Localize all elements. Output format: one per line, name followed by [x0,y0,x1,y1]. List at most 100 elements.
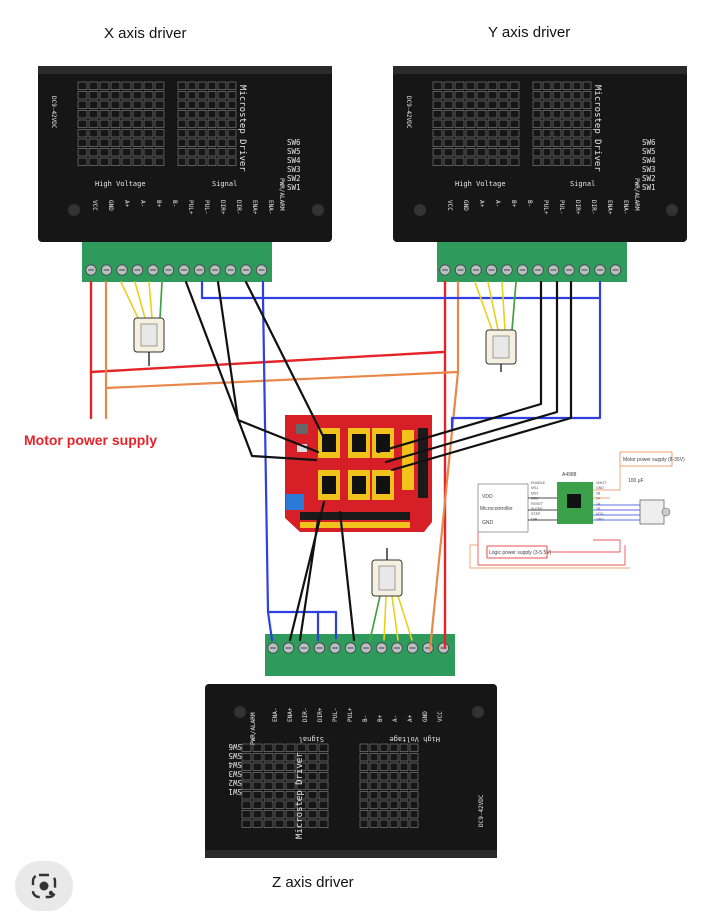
terminal-label: DIR+ [219,200,226,215]
a4988-pin-label: SLEEP [531,507,543,511]
terminal-label: ENA+ [606,200,613,215]
switch-label: SW1 [642,183,656,192]
x-screws [85,264,268,276]
terminal-label: DIR+ [317,707,324,722]
a4988-pin-label: RESET [531,502,544,506]
terminal-label: ENA- [622,200,629,214]
terminal-label: B- [362,715,369,722]
switch-label: SW5 [228,751,242,760]
terminal-label: ENA+ [251,200,258,215]
a4988-pin-label: STEP [531,512,541,516]
a4988-pin-label: 2B [596,491,601,495]
a4988-micro: Microcontroller [480,506,513,512]
x-dip-table [77,81,237,166]
terminal-label: ENA+ [287,707,294,722]
a4988-title: A4988 [562,472,577,478]
z-driver: Microstep Driver DC9-42VDC High Voltage … [205,634,497,858]
switch-label: SW4 [287,156,301,165]
switch-label: SW2 [228,778,242,787]
z-terminal-block [265,634,455,676]
terminal-label: DIR- [235,200,242,214]
power-supply-label: Motor power supply [24,432,157,448]
terminal-label: B+ [510,200,517,208]
z-voltage-text: DC9-42VDC [478,794,485,827]
power-terminal [286,494,304,510]
x-driver: Microstep Driver DC9-42VDC PWR/ALARM Hig… [38,66,332,282]
switch-label: SW3 [228,769,242,778]
terminal-label: DIR- [302,708,309,722]
terminal-label: ENA- [267,200,274,214]
a4988-pin-label: VDD [596,512,604,516]
z-driver-label: Z axis driver [272,874,354,891]
terminal-label: PUL+ [542,200,549,215]
terminal-label: ENA- [272,708,279,722]
y-driver-label: Y axis driver [488,24,570,41]
switch-label: SW1 [287,183,301,192]
x-driver-label: X axis driver [104,25,187,42]
y-terminal-block [437,242,627,282]
a4988-vdd: VDD [482,494,493,500]
a4988-motor [639,499,665,525]
a4988-pin-label: GND [596,486,604,490]
a4988-pin-label: 1A [596,502,601,506]
switch-label: SW4 [228,760,242,769]
terminal-label: B- [526,200,533,207]
wires [89,280,602,652]
a4988-pin-label: 1B [596,507,601,511]
terminal-label: A- [494,200,501,207]
x-product-text: Microstep Driver [237,85,247,172]
a4988-cap: 100 µF [628,478,644,484]
switch-label: SW5 [642,147,656,156]
x-motor-connector [133,317,165,366]
z-dip-table [241,743,419,828]
terminal-label: A- [139,200,146,207]
switch-label: SW2 [287,174,301,183]
terminal-label: GND [422,711,429,722]
terminal-label: B+ [377,714,384,722]
terminal-label: VCC [446,200,453,211]
switch-label: SW2 [642,174,656,183]
terminal-label: GND [462,200,469,211]
switch-label: SW6 [287,138,301,147]
a4988-pin-label: GND [596,517,604,521]
terminal-label: A+ [478,200,485,208]
switch-label: SW6 [228,742,242,751]
switch-label: SW1 [228,787,242,796]
a4988-pin-label: DIR [531,517,538,521]
terminal-label: VCC [91,200,98,211]
terminal-label: PUL- [332,708,339,722]
y-driver: Microstep Driver DC9-42VDC PWR/ALARM Hig… [393,66,687,282]
x-signal: Signal [212,180,237,188]
y-high-voltage: High Voltage [455,180,506,188]
a4988-motor-supply: Motor power supply (8-35V) [623,457,685,463]
z-screws [267,642,450,654]
x-high-voltage: High Voltage [95,180,146,188]
z-product-text: Microstep Driver [295,752,305,839]
y-voltage-text: DC9-42VDC [405,96,412,129]
y-dip-table [432,81,592,166]
terminal-label: B- [171,200,178,207]
a4988-pin-label: MS1 [531,486,538,490]
y-product-text: Microstep Driver [592,85,602,172]
z-pwr-alarm: PWR/ALARM [250,712,257,745]
switch-label: SW4 [642,156,656,165]
a4988-pin-label: MS3 [531,497,538,501]
y-pwr-alarm: PWR/ALARM [633,178,640,211]
a4988-logic-supply: Logic power supply (3-5.5V) [489,550,552,556]
a4988-pin-label: ENABLE [531,481,546,485]
a4988-schematic: VDD Microcontroller GND A4988 ENABLEMS1M… [469,451,685,569]
x-voltage-text: DC9-42VDC [50,96,57,129]
terminal-label: VCC [437,711,444,722]
lens-button[interactable] [15,861,73,911]
switch-label: SW6 [642,138,656,147]
switch-label: SW3 [287,165,301,174]
lens-icon [31,873,57,899]
